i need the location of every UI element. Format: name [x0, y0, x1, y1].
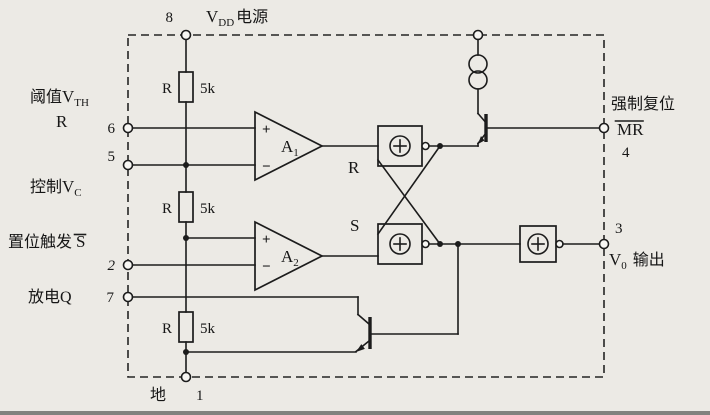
pin-5-terminal	[122, 159, 134, 171]
trigger-label: 置位触发	[8, 233, 72, 251]
a2-plus-input-label: +	[262, 232, 271, 248]
pin-6-number: 6	[108, 121, 116, 137]
resistor-r3	[178, 311, 194, 343]
double-circle-current-source-icon	[468, 54, 488, 90]
pin-3-number: 3	[615, 221, 623, 237]
gate-circle	[389, 135, 411, 157]
collector-wire	[356, 313, 371, 326]
threshold-alt-label: R	[56, 112, 68, 131]
pin-4-number: 4	[622, 145, 630, 161]
reset-transistor	[476, 112, 601, 147]
resistor-r2-value: 5k	[200, 201, 216, 217]
inversion-bubble	[421, 239, 430, 249]
flipflop-r-input-label: R	[348, 158, 360, 177]
pin-8-terminal	[180, 29, 192, 41]
reset-pin-4: 强制复位 MR 4	[598, 95, 675, 161]
ground-pin-1: 地 1	[150, 371, 204, 404]
comparator-a2-triangle	[254, 220, 324, 292]
resistor-r1-value: 5k	[200, 81, 216, 97]
junction-dot	[437, 143, 443, 149]
vdd-rail-node	[472, 29, 484, 41]
discharge-pin-7: 放电Q 7	[28, 288, 359, 306]
mr-label: MR	[617, 120, 644, 139]
comparator-a1-triangle	[254, 110, 324, 182]
collector-wire	[476, 112, 486, 123]
vdd-branch	[468, 29, 488, 115]
control-label: 控制VC	[30, 177, 82, 199]
r-gate	[377, 125, 430, 167]
pin-7-terminal	[122, 291, 134, 303]
resistor-r3-name: R	[162, 321, 172, 337]
pin-5-number: 5	[108, 149, 116, 165]
reset-label: 强制复位	[611, 95, 675, 113]
rs-flipflop: R S	[348, 125, 521, 265]
divider-chain: R 5k R 5k R 5k	[162, 38, 216, 374]
inversion-bubble	[555, 239, 564, 249]
gate-circle	[389, 233, 411, 255]
pin-8-number: 8	[166, 10, 174, 26]
pin-2-terminal	[122, 259, 134, 271]
output-buffer-gate	[519, 225, 601, 263]
threshold-label: 阈值VTH	[30, 87, 89, 109]
resistor-r1	[178, 71, 194, 103]
pin-2-number: 2	[108, 258, 116, 274]
resistor-r2-name: R	[162, 201, 172, 217]
comparator-a1: + − A1	[254, 110, 379, 182]
inversion-bubble	[421, 141, 430, 151]
emitter-arrow	[478, 136, 485, 144]
flipflop-s-input-label: S	[350, 216, 359, 235]
junction-dot	[183, 162, 189, 168]
current-source-circle	[468, 54, 488, 74]
a2-minus-input-label: −	[262, 259, 271, 275]
pin-6-terminal	[122, 122, 134, 134]
scan-edge-artifact	[0, 411, 710, 415]
circle-plus-gate-icon	[389, 233, 411, 255]
trigger-s-label: S	[76, 232, 85, 251]
circle-plus-gate-icon	[527, 233, 549, 255]
resistor-r1-name: R	[162, 81, 172, 97]
cross-coupling-wire	[376, 144, 442, 236]
cross-coupling-wire	[376, 158, 442, 246]
a2-name: A2	[281, 247, 299, 269]
gate-circle	[527, 233, 549, 255]
emitter-arrow	[356, 344, 365, 352]
discharge-label: 放电Q	[28, 288, 72, 306]
a1-minus-input-label: −	[262, 159, 271, 175]
s-gate	[377, 223, 430, 265]
resistor-r3-value: 5k	[200, 321, 216, 337]
junction-dot	[183, 349, 189, 355]
a1-plus-input-label: +	[262, 122, 271, 138]
trigger-pin-2: 置位触发 S 2	[8, 232, 256, 274]
circle-plus-gate-icon	[389, 135, 411, 157]
resistor-r2	[178, 191, 194, 223]
pin-7-number: 7	[107, 290, 115, 306]
junction-dot	[437, 241, 443, 247]
control-pin-5: 5 控制VC	[30, 149, 256, 199]
ic-package-outline	[127, 34, 605, 378]
discharge-transistor	[183, 243, 459, 355]
comparator-a2: + − A2	[254, 220, 379, 292]
a1-name: A1	[281, 137, 299, 159]
pin-1-number: 1	[196, 388, 204, 404]
pin-1-terminal	[180, 371, 192, 383]
threshold-pin-6: 阈值VTH R 6	[30, 87, 256, 137]
pin-3-terminal	[598, 238, 610, 250]
ground-label: 地	[150, 386, 166, 404]
junction-dot	[183, 235, 189, 241]
pin-4-terminal	[598, 122, 610, 134]
